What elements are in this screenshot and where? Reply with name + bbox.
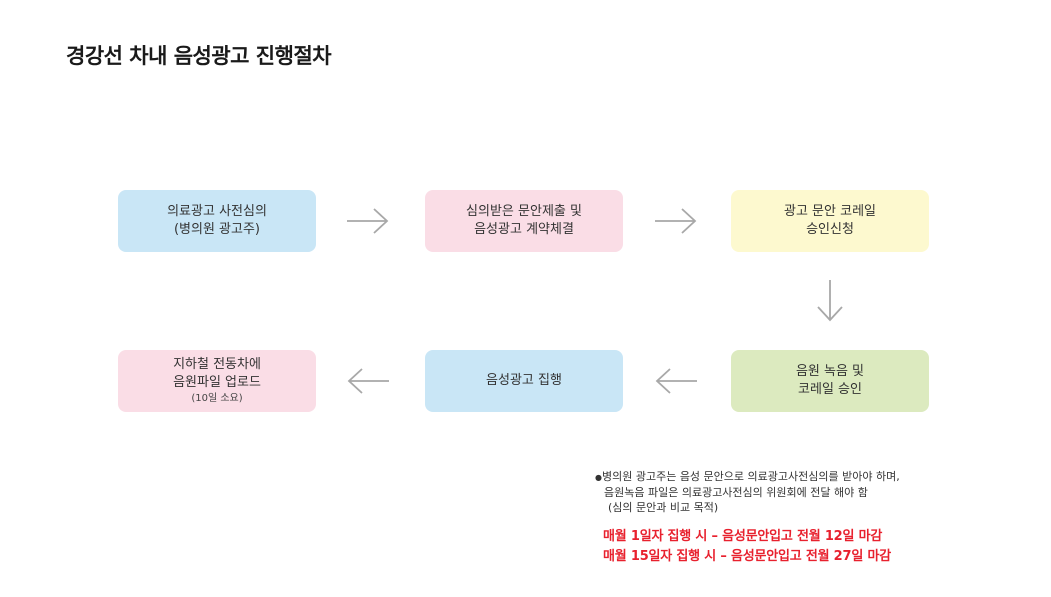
step-label: 음성광고 집행 xyxy=(486,373,562,388)
arrow-left-icon xyxy=(655,368,697,394)
step-label: 승인신청 xyxy=(806,222,854,237)
arrow-left-icon xyxy=(347,368,389,394)
step-label: 음성광고 계약체결 xyxy=(474,222,574,237)
step-label: 음원 녹음 및 xyxy=(795,364,865,379)
step-box-upload: 지하철 전동차에 음원파일 업로드 (10일 소요) xyxy=(118,350,316,412)
note-line: 병의원 광고주는 음성 문안으로 의료광고사전심의를 받아야 하며, xyxy=(601,470,900,483)
step-label: 코레일 승인 xyxy=(798,382,862,397)
arrow-down-icon xyxy=(817,280,843,322)
step-box-recording-approval: 음원 녹음 및 코레일 승인 xyxy=(731,350,929,412)
note-line: (심의 문안과 비교 목적) xyxy=(608,501,719,514)
bullet-icon: ● xyxy=(595,473,602,482)
step-label: 의료광고 사전심의 xyxy=(167,204,267,219)
step-label: 광고 문안 코레일 xyxy=(784,204,876,219)
footnote: ●병의원 광고주는 음성 문안으로 의료광고사전심의를 받아야 하며, 음원녹음… xyxy=(595,469,900,515)
step-label: 심의받은 문안제출 및 xyxy=(466,204,582,219)
page-title: 경강선 차내 음성광고 진행절차 xyxy=(66,44,332,68)
arrow-right-icon xyxy=(347,208,389,234)
step-box-execution: 음성광고 집행 xyxy=(425,350,623,412)
step-box-korail-approval-request: 광고 문안 코레일 승인신청 xyxy=(731,190,929,252)
step-box-prior-review: 의료광고 사전심의 (병의원 광고주) xyxy=(118,190,316,252)
deadline-line: 매월 15일자 집행 시 – 음성문안입고 전월 27일 마감 xyxy=(603,549,891,564)
step-sublabel: (10일 소요) xyxy=(191,393,243,404)
step-label: (병의원 광고주) xyxy=(173,222,261,237)
note-line: 음원녹음 파일은 의료광고사전심의 위원회에 전달 해야 함 xyxy=(604,486,868,499)
step-box-contract: 심의받은 문안제출 및 음성광고 계약체결 xyxy=(425,190,623,252)
step-label: 음원파일 업로드 xyxy=(173,375,261,390)
deadline-line: 매월 1일자 집행 시 – 음성문안입고 전월 12일 마감 xyxy=(603,529,883,544)
step-label: 지하철 전동차에 xyxy=(173,357,261,372)
arrow-right-icon xyxy=(655,208,697,234)
